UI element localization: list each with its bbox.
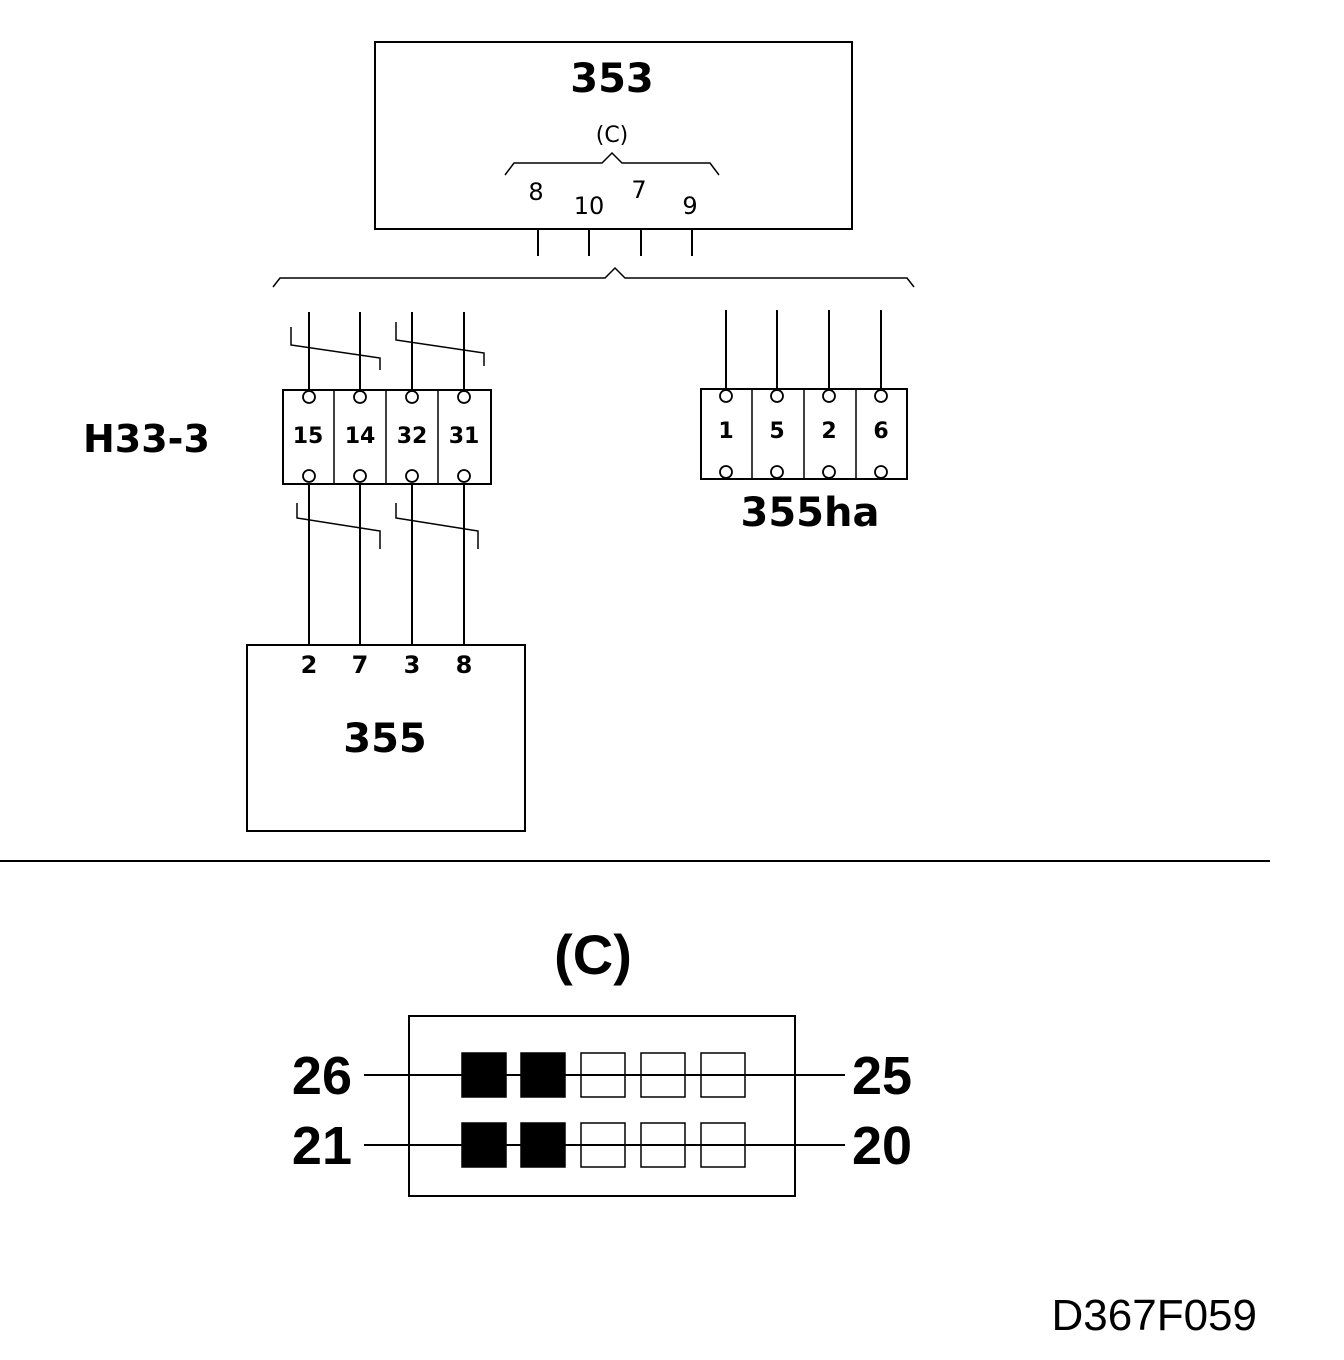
h33-3-twist-marks-bottom: [296, 503, 479, 549]
connector-c-cavities-bottom: [461, 1122, 746, 1168]
h33-3-label: H33-3: [83, 417, 210, 461]
cavity-empty: [700, 1052, 746, 1098]
cavity-empty: [700, 1122, 746, 1168]
unit-353-pin: 10: [574, 192, 605, 220]
unit-353-box: [374, 41, 853, 230]
h33-3-pin: 15: [293, 424, 324, 449]
cavity-occupied: [461, 1122, 507, 1168]
unit-355-pin: 2: [301, 651, 318, 679]
unit-353-wire-stubs: [537, 229, 693, 256]
harness-brace: [272, 266, 915, 288]
unit-355ha-dividers: [751, 389, 857, 479]
cavity-empty: [580, 1052, 626, 1098]
connector-c-pin-top-right: 25: [852, 1046, 912, 1106]
unit-355ha-pin: 6: [873, 419, 888, 444]
unit-355ha-pin: 5: [769, 419, 784, 444]
unit-353-pin: 7: [631, 176, 646, 204]
unit-353-label: 353: [570, 56, 654, 102]
cavity-occupied: [520, 1052, 566, 1098]
unit-353-connector-label: (C): [596, 123, 629, 148]
unit-355ha-terminals: [719, 389, 888, 479]
cavity-empty: [580, 1122, 626, 1168]
connector-c-pin-bottom-right: 20: [852, 1116, 912, 1176]
h33-3-body: [282, 389, 492, 485]
h33-3-wires-bottom: [308, 484, 465, 645]
h33-3-pin: 14: [345, 424, 376, 449]
unit-355-box: [246, 644, 526, 832]
connector-c-pin-bottom-left: 21: [292, 1116, 352, 1176]
connector-c-housing: [408, 1015, 796, 1197]
cavity-occupied: [520, 1122, 566, 1168]
unit-355-pin: 8: [456, 651, 473, 679]
h33-3-twist-marks-top: [290, 322, 485, 370]
h33-3-wires-top: [308, 312, 465, 390]
h33-3-dividers: [333, 390, 439, 484]
connector-c-title: (C): [554, 923, 632, 986]
unit-355ha-label: 355ha: [741, 490, 880, 536]
h33-3-pin: 31: [449, 424, 480, 449]
unit-353-pin: 8: [528, 178, 543, 206]
unit-355-pin: 7: [352, 651, 369, 679]
unit-355ha-pin: 2: [821, 419, 836, 444]
unit-353-pin-brace: [504, 151, 720, 176]
unit-353-pin: 9: [682, 192, 697, 220]
connector-c-cavities-top: [461, 1052, 746, 1098]
h33-3-terminals: [302, 390, 471, 483]
unit-355ha-wires: [725, 310, 882, 389]
connector-c-pin-top-left: 26: [292, 1046, 352, 1106]
cavity-occupied: [461, 1052, 507, 1098]
figure-code: D367F059: [1052, 1291, 1257, 1340]
h33-3-pin: 32: [397, 424, 428, 449]
unit-355-label: 355: [343, 716, 427, 762]
connector-c-leader-lines: [364, 1074, 845, 1146]
unit-355ha-pin: 1: [718, 419, 733, 444]
unit-355-pin: 3: [404, 651, 421, 679]
cavity-empty: [640, 1122, 686, 1168]
cavity-empty: [640, 1052, 686, 1098]
